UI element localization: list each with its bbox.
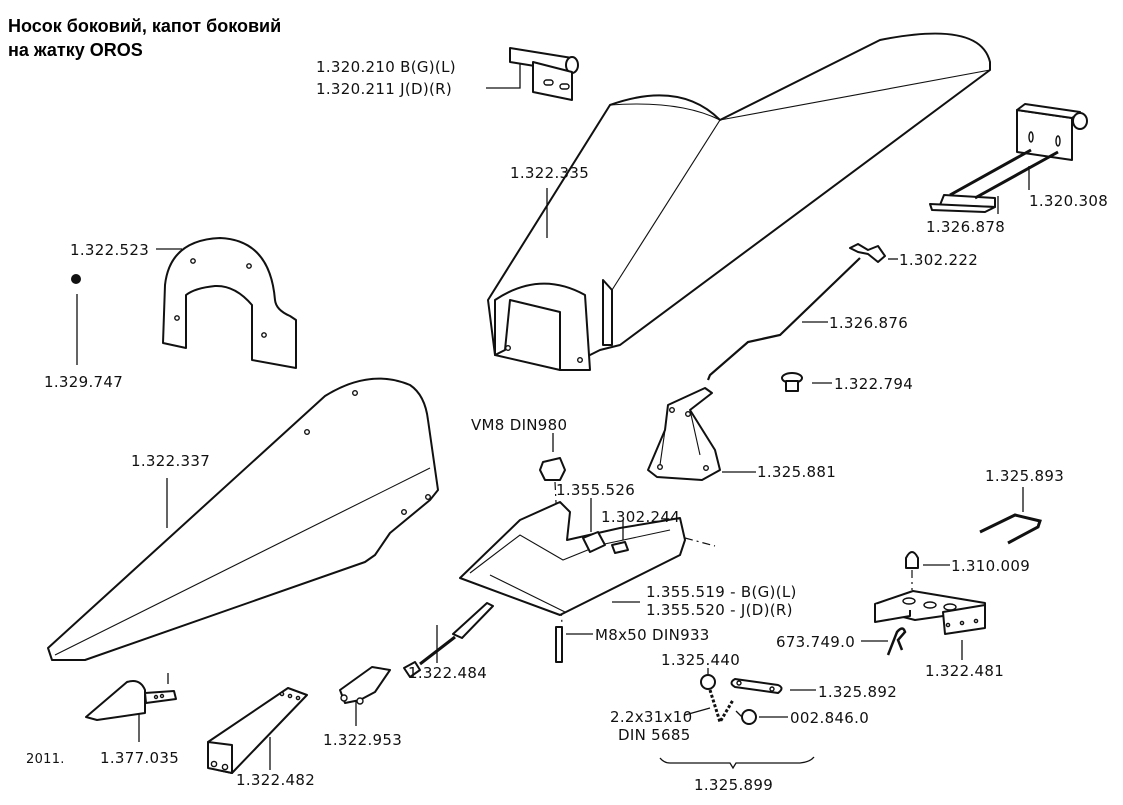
support-bracket-part [647, 387, 756, 481]
label-tip: 1.377.035 [100, 749, 179, 767]
u-bolt-part [979, 487, 1042, 545]
title-line-2: на жатку OROS [8, 40, 143, 60]
label-plug: 1.329.747 [44, 373, 123, 391]
label-hinge-right: 1.320.211 J(D)(R) [316, 80, 452, 98]
title-line-1: Носок боковий, капот боковий [8, 16, 282, 36]
label-cap: 1.322.794 [834, 375, 913, 393]
label-chain-line1: 2.2x31x10 [610, 708, 692, 726]
label-mount-bracket: 1.322.481 [925, 662, 1004, 680]
label-u-bolt: 1.325.893 [985, 467, 1064, 485]
arm-part [207, 687, 308, 774]
label-chain-line2: DIN 5685 [618, 726, 691, 744]
label-bolt-plate: 1.326.878 [926, 218, 1005, 236]
label-link: 1.325.892 [818, 683, 897, 701]
label-hood: 1.322.335 [510, 164, 589, 182]
rubber-stop-part [905, 551, 950, 590]
label-hinge-left: 1.320.210 B(G)(L) [316, 58, 456, 76]
label-support-bracket: 1.325.881 [757, 463, 836, 481]
label-clevis: 1.322.953 [323, 731, 402, 749]
cover-plate-part [71, 237, 297, 369]
label-spring-clip: 673.749.0 [776, 633, 855, 651]
label-arm: 1.322.482 [236, 771, 315, 789]
label-threaded-rod: 1.322.484 [408, 664, 487, 682]
cap-part [781, 372, 832, 392]
frame-assembly [459, 433, 716, 663]
label-frame-left: 1.355.519 - B(G)(L) [646, 583, 797, 601]
year-mark: 2011. [26, 752, 65, 767]
label-ring: 1.325.440 [661, 651, 740, 669]
side-nose-part [47, 377, 439, 661]
rod-and-clevis-part [339, 602, 494, 726]
label-bushing: 1.355.526 [556, 481, 635, 499]
page-title: Носок боковий, капот боковий на жатку OR… [8, 14, 281, 62]
hood-part [487, 32, 991, 371]
hinge-bracket-part [929, 103, 1088, 214]
label-rod: 1.326.876 [829, 314, 908, 332]
label-ring-small: 002.846.0 [790, 709, 869, 727]
label-bolt: M8x50 DIN933 [595, 626, 710, 644]
label-hinge-bracket: 1.320.308 [1029, 192, 1108, 210]
chain-assembly-part [659, 668, 816, 770]
label-pin: 1.302.244 [601, 508, 680, 526]
clip-and-rod-part [706, 243, 898, 381]
plug-dot [71, 274, 81, 284]
hinge-part [486, 47, 579, 101]
label-rubber-stop: 1.310.009 [951, 557, 1030, 575]
label-side-nose: 1.322.337 [131, 452, 210, 470]
label-cover-plate: 1.322.523 [70, 241, 149, 259]
mount-bracket-part [861, 590, 986, 660]
label-clip: 1.302.222 [899, 251, 978, 269]
tip-part [85, 673, 177, 742]
label-nut: VM8 DIN980 [471, 416, 567, 434]
label-chain-assembly: 1.325.899 [694, 776, 773, 794]
label-frame-right: 1.355.520 - J(D)(R) [646, 601, 793, 619]
